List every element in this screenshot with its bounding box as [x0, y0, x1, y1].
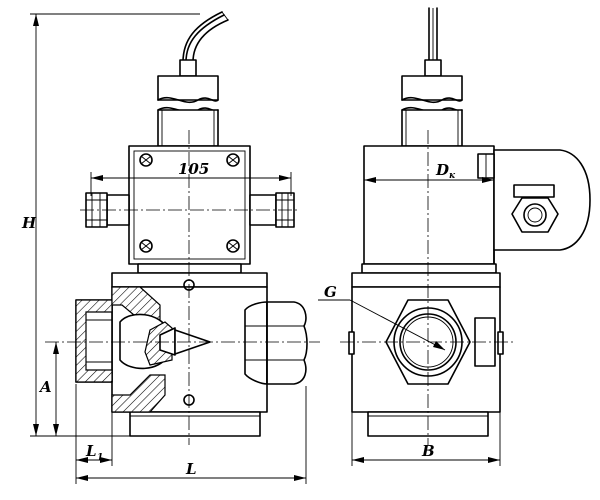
front-connector [157, 75, 219, 147]
front-left-gland [85, 192, 130, 228]
thread-length-label: L [85, 442, 97, 460]
length-dimension: L [76, 386, 307, 484]
side-neck [361, 263, 497, 274]
height-label: H [21, 214, 37, 232]
width-dimension: B [351, 412, 501, 466]
front-outlet-nut [244, 301, 308, 385]
body-diameter-subscript: к [449, 171, 456, 181]
front-box-screw [226, 153, 240, 167]
side-cable-gland-nut [511, 184, 559, 233]
body-diameter-label: D [435, 161, 449, 179]
side-cable-gland [424, 59, 442, 77]
thread-label: G [324, 283, 337, 301]
thread-leader: G [318, 283, 446, 351]
thread-length-dimension: L 1 [75, 384, 113, 484]
front-box-screw [139, 153, 153, 167]
dimension-lines: H A L 1 L [21, 13, 501, 484]
width-label: B [421, 442, 435, 460]
box-width-label: 105 [178, 160, 209, 178]
side-view [340, 7, 591, 445]
front-box-screw [226, 239, 240, 253]
front-inlet-section [75, 286, 211, 413]
axis-height-label: A [38, 378, 52, 396]
thread-length-subscript: 1 [97, 453, 103, 463]
side-cable [428, 7, 438, 63]
front-cable-gland [179, 59, 197, 77]
front-neck [137, 263, 242, 274]
body-diameter-dimension: D к [364, 161, 494, 183]
side-connector [401, 75, 463, 147]
height-dimension: H [21, 13, 200, 437]
length-label: L [185, 460, 197, 478]
front-box-screw [139, 239, 153, 253]
front-cable [182, 11, 229, 63]
front-terminal-box [128, 145, 251, 265]
box-width-dimension: 105 [90, 160, 292, 196]
front-view [45, 11, 320, 445]
axis-height-dimension: A [38, 342, 59, 436]
side-coil-housing [363, 145, 495, 265]
